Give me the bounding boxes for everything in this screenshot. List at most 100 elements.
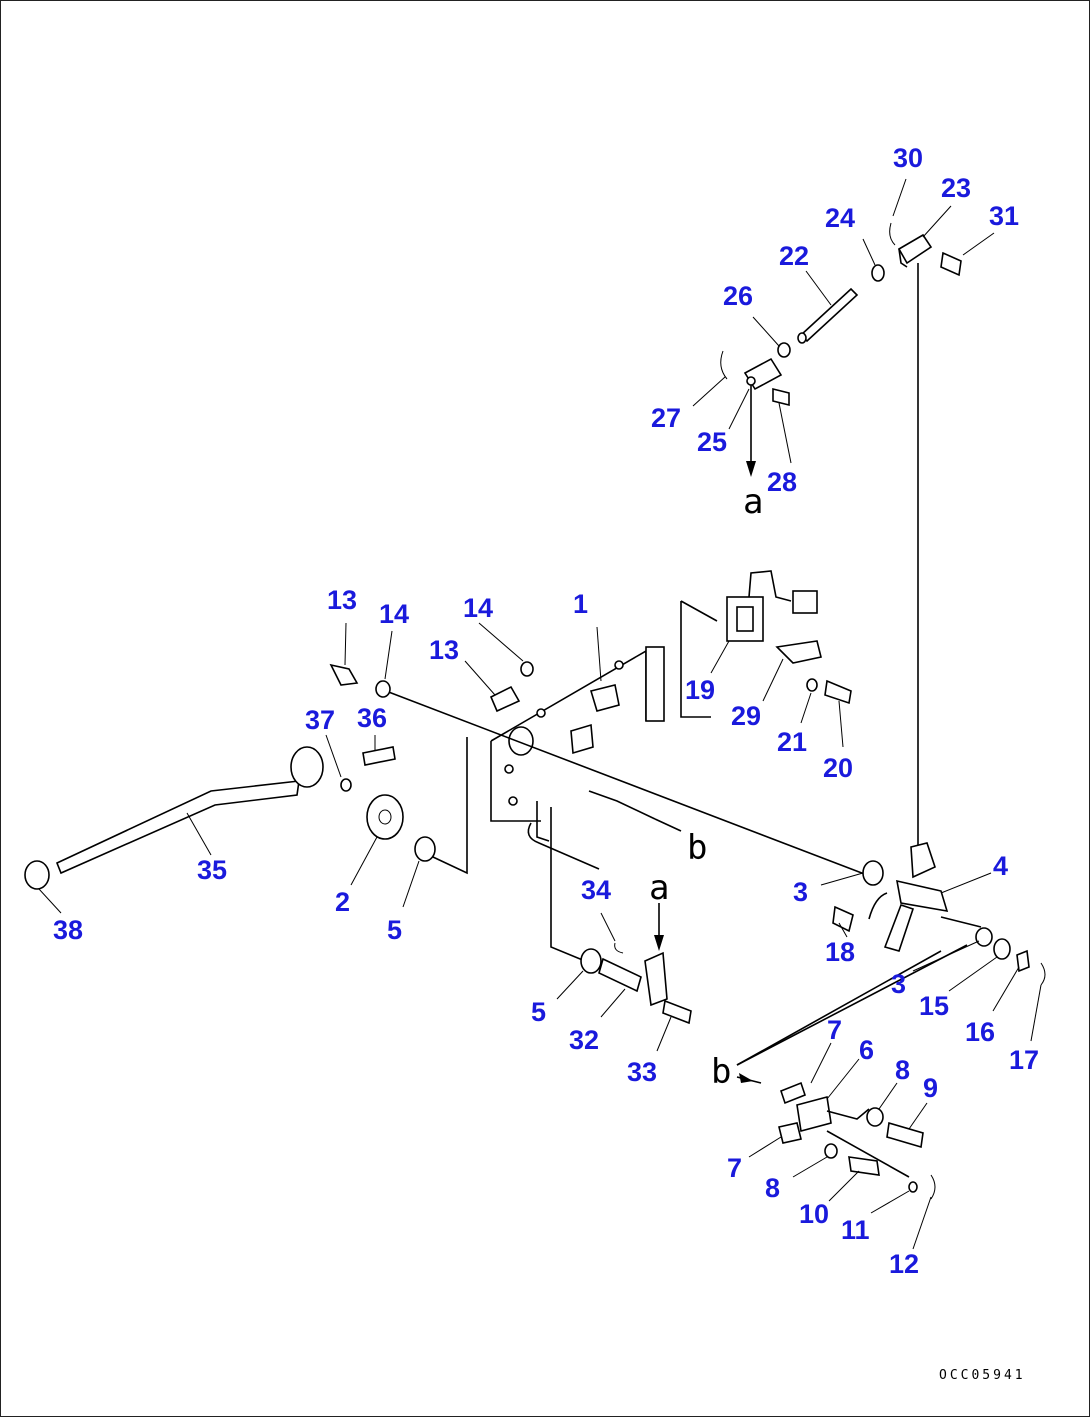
ref-letter-a-lower: a [649,868,669,908]
callout-12: 12 [889,1249,919,1279]
callout-7a: 7 [827,1015,842,1045]
callout-1: 1 [573,589,588,619]
part-12-pin [930,1174,936,1200]
part-13-bolt-a [329,663,359,686]
part-5-bushing-a [414,836,436,862]
ref-letter-b-lower: b [711,1052,731,1092]
cross-shaft [385,690,868,876]
part-7-bracket-a [780,1081,806,1105]
callout-9: 9 [923,1073,938,1103]
switch-assembly [680,570,852,748]
ref-letter-a-top: a [743,482,763,522]
part-31-bolt [940,251,962,277]
part-3-bushing-a [862,860,884,886]
callout-35: 35 [197,855,227,885]
part-10-pin [848,1156,880,1176]
part-23-clevis [897,233,933,265]
part-17-pin [1040,962,1046,986]
callout-7b: 7 [727,1153,742,1183]
callout-13a: 13 [327,585,357,615]
part-35-lever [55,780,300,875]
link-rod [736,944,968,1066]
callout-29: 29 [731,701,761,731]
part-2-plate [366,794,404,840]
part-21-washer [806,678,818,692]
part-4-lever [910,842,936,879]
callout-21: 21 [777,727,807,757]
lower-center-linkage [556,903,692,1052]
part-13-bolt-b [489,685,521,713]
callout-3a: 3 [793,877,808,907]
callout-23: 23 [941,173,971,203]
callout-24: 24 [825,203,855,233]
callout-26: 26 [723,281,753,311]
part-8-nut-a [866,1107,884,1127]
callout-38: 38 [53,915,83,945]
part-8-nut-b [824,1143,838,1159]
callout-17: 17 [1009,1045,1039,1075]
part-11-washer [908,1181,918,1193]
callout-20: 20 [823,753,853,783]
part-37-washer [340,778,352,792]
left-linkage [24,622,534,914]
part-7-bracket-b [778,1122,802,1144]
callout-4: 4 [993,851,1008,881]
callout-11: 11 [841,1215,870,1245]
part-14-nut-a [375,680,391,698]
part-32-shaft [598,957,642,993]
callout-19: 19 [685,675,715,705]
callout-14b: 14 [463,593,493,623]
part-28-pin [772,387,790,407]
ref-letter-b-center: b [687,828,707,868]
callout-28: 28 [767,467,797,497]
part-15-washer [993,938,1011,960]
callout-36: 36 [357,703,387,733]
drawing-code: OCC05941 [939,1368,1026,1383]
callout-30: 30 [893,143,923,173]
part-6-plate [796,1095,832,1133]
callout-10: 10 [799,1199,829,1229]
callout-22: 22 [779,241,809,271]
part-29-bracket [775,640,822,664]
callout-16: 16 [965,1017,995,1047]
callout-8a: 8 [895,1055,910,1085]
callout-34: 34 [581,875,611,905]
callout-6: 6 [859,1035,874,1065]
callout-32: 32 [569,1025,599,1055]
callout-31: 31 [989,201,1019,231]
part-20-bolt [824,679,852,705]
right-lever [736,842,1046,1066]
part-36-bolt [362,746,396,766]
callout-labels: 30 23 31 24 22 26 27 25 28 1 13 14 14 13… [53,143,1039,1279]
part-30-pin [889,222,896,246]
callout-25: 25 [697,427,727,457]
part-33-bolt [662,999,692,1025]
callout-2: 2 [335,887,350,917]
part-9-bolt [886,1121,924,1149]
part-14-nut-b [520,661,534,677]
part-34-pin [614,942,624,954]
callout-18: 18 [825,937,855,967]
part-38-knob [24,860,50,890]
lower-right-linkage [736,1042,936,1250]
callout-37: 37 [305,705,335,735]
part-26-nut [777,342,791,358]
main-bracket [385,626,868,962]
part-27-pin [720,350,728,380]
part-24-nut [871,264,885,282]
callout-14a: 14 [379,599,409,629]
callout-5a: 5 [387,915,402,945]
callout-15: 15 [919,991,949,1021]
callout-5b: 5 [531,997,546,1027]
callout-27: 27 [651,403,681,433]
part-18-bolt [832,905,854,933]
part-22-rod [799,287,859,343]
callout-13b: 13 [429,635,459,665]
callout-8b: 8 [765,1173,780,1203]
part-5-bushing-b [580,948,602,974]
part-3-bushing-b [975,927,993,947]
part-16-nut [1016,949,1030,973]
callout-3b: 3 [891,969,906,999]
